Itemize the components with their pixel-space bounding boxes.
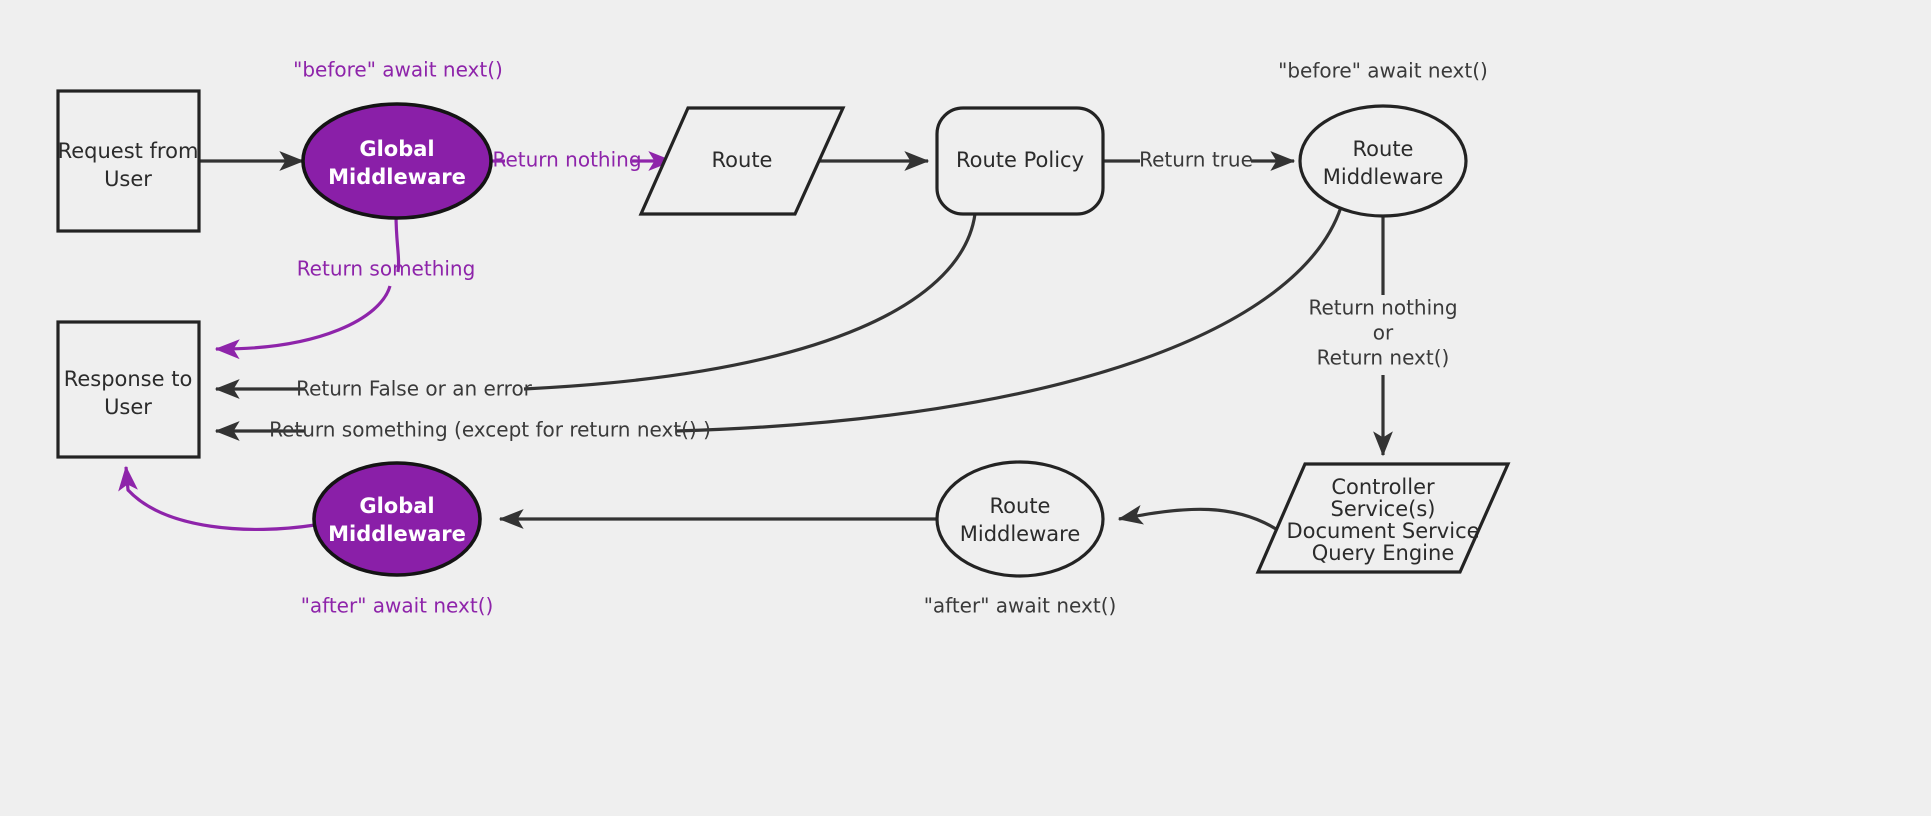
route-middleware-bottom-label-line1: Route: [990, 494, 1051, 518]
note-after-await-next-route: "after" await next(): [924, 594, 1117, 618]
global-middleware-top-label-line2: Middleware: [328, 165, 466, 189]
edge-label-route-mw-result-line1: Return nothing: [1308, 296, 1457, 320]
route-policy-shape: [935, 106, 1105, 216]
response-to-user-label-line1: Response to: [64, 367, 193, 391]
note-before-await-next-global: "before" await next(): [293, 58, 503, 82]
global-middleware-bottom-label-line2: Middleware: [328, 522, 466, 546]
route-shape: [638, 106, 846, 216]
edge-label-route-mw-result-line2: or: [1373, 321, 1394, 345]
route-middleware-bottom-shape: [935, 460, 1105, 578]
node-response-to-user[interactable]: Response to User: [56, 320, 201, 459]
node-route-policy[interactable]: Route Policy: [935, 106, 1105, 216]
route-policy-label: Route Policy: [956, 148, 1084, 172]
controller-stack-shape: [1255, 462, 1511, 574]
global-middleware-top-label-line1: Global: [359, 137, 434, 161]
note-after-await-next-global: "after" await next(): [301, 594, 494, 618]
controller-stack-label-line3: Document Service: [1286, 519, 1479, 543]
route-label: Route: [712, 148, 773, 172]
note-before-await-next-route: "before" await next(): [1278, 59, 1488, 83]
response-to-user-label-line2: User: [104, 395, 152, 419]
controller-stack-label-line2: Service(s): [1331, 497, 1436, 521]
edge-label-return-something: Return something: [297, 257, 476, 281]
node-route-middleware-top[interactable]: Route Middleware: [1298, 104, 1468, 218]
controller-stack-label-line4: Query Engine: [1312, 541, 1454, 565]
edge-route-middleware-to-response-curve: [675, 206, 1343, 433]
global-middleware-bottom-label-line1: Global: [359, 494, 434, 518]
node-global-middleware-bottom[interactable]: Global Middleware: [312, 461, 482, 577]
edge-label-return-true: Return true: [1139, 148, 1253, 172]
node-global-middleware-top[interactable]: Global Middleware: [301, 102, 493, 220]
edge-global-middleware-bottom-to-response: [118, 465, 316, 532]
node-controller-stack[interactable]: Controller Service(s) Document Service Q…: [1255, 462, 1511, 574]
edge-controller-to-route-middleware-bottom: [1117, 505, 1292, 541]
edge-global-middleware-to-response-curve: [214, 285, 392, 360]
edge-global-middleware-to-response: [394, 213, 401, 273]
edge-label-return-something-except-next: Return something (except for return next…: [269, 418, 711, 442]
route-middleware-bottom-label-line2: Middleware: [960, 522, 1081, 546]
request-from-user-label-line1: Request from: [58, 139, 199, 163]
node-route-middleware-bottom[interactable]: Route Middleware: [935, 460, 1105, 578]
edge-label-route-mw-result-line3: Return next(): [1317, 346, 1450, 370]
route-middleware-top-label-line2: Middleware: [1323, 165, 1444, 189]
request-from-user-shape: [56, 89, 201, 233]
request-from-user-label-line2: User: [104, 167, 152, 191]
node-request-from-user[interactable]: Request from User: [56, 89, 201, 233]
node-route[interactable]: Route: [638, 106, 846, 216]
response-to-user-shape: [56, 320, 201, 459]
edge-label-return-false-or-error: Return False or an error: [296, 377, 533, 401]
edge-label-return-nothing: Return nothing: [492, 148, 641, 172]
edge-route-policy-to-response-curve: [523, 213, 977, 391]
route-middleware-top-shape: [1298, 104, 1468, 218]
controller-stack-label-line1: Controller: [1331, 475, 1435, 499]
global-middleware-bottom-shape: [312, 461, 482, 577]
route-middleware-top-label-line1: Route: [1353, 137, 1414, 161]
global-middleware-top-shape: [301, 102, 493, 220]
